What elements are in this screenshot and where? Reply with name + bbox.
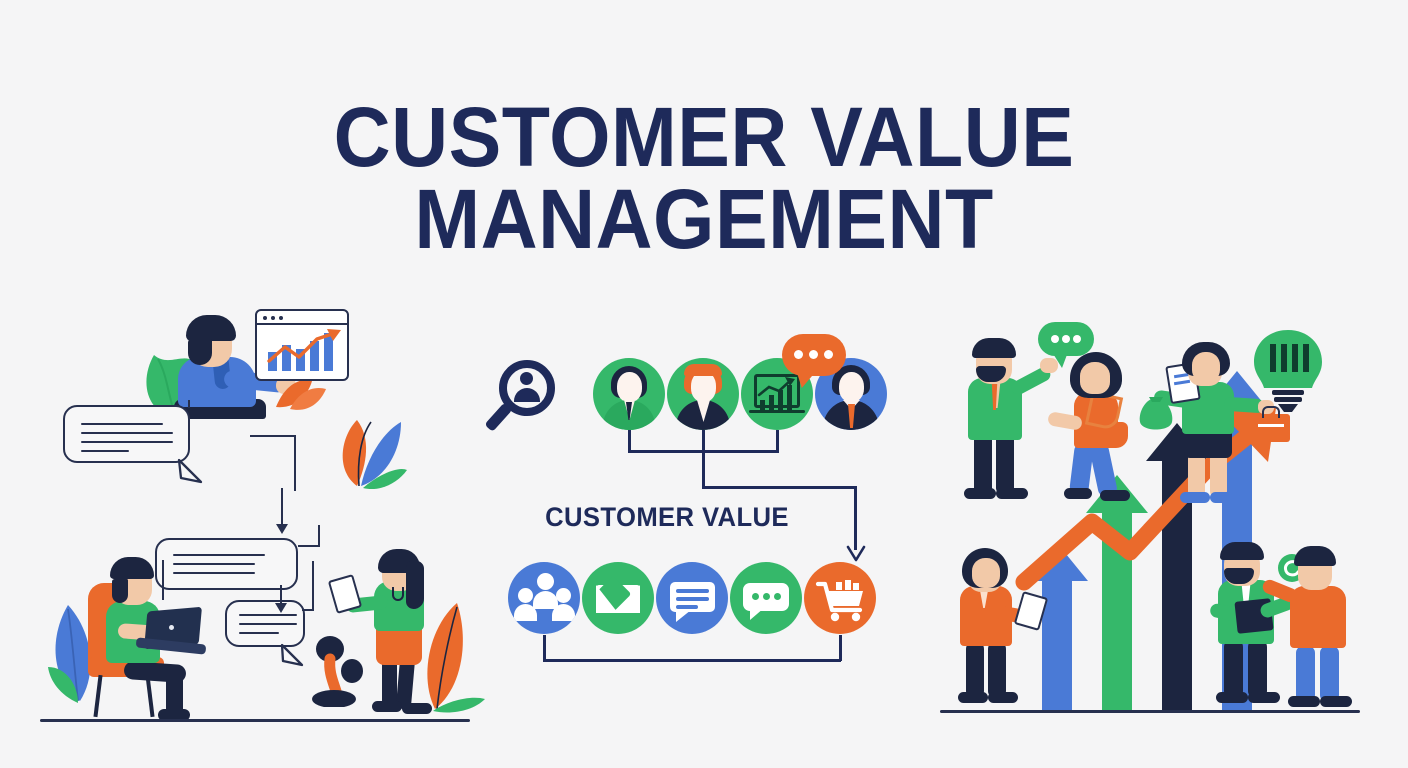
woman-with-clipboard-figure bbox=[1139, 342, 1290, 508]
mid-connector-v3 bbox=[776, 430, 779, 452]
magnifier-person-icon bbox=[484, 360, 577, 442]
bubble-4-tail bbox=[280, 643, 304, 667]
man-green-blazer-talking-figure bbox=[952, 338, 1060, 500]
analyst-with-dashboard-figure bbox=[168, 315, 326, 435]
bar-arrow-1 bbox=[1026, 543, 1088, 711]
flow-connector-9 bbox=[162, 560, 163, 561]
mid-connector-h2 bbox=[702, 486, 856, 489]
growth-team-illustration bbox=[940, 320, 1360, 725]
tablet-icon bbox=[1013, 591, 1049, 631]
mid-connector-v5 bbox=[854, 486, 857, 550]
flow-connector-1 bbox=[188, 400, 191, 408]
feedback-bubble-3 bbox=[155, 538, 298, 590]
orange-foliage-icon bbox=[276, 380, 326, 410]
page-title-line-2: MANAGEMENT bbox=[414, 172, 994, 267]
icon-envelope[interactable] bbox=[582, 562, 654, 634]
flow-connector-5 bbox=[281, 488, 284, 526]
icon-chat-dots[interactable] bbox=[730, 562, 802, 634]
customer-feedback-flow-illustration bbox=[40, 295, 490, 725]
plant-cluster-middle bbox=[342, 420, 407, 490]
mid-bracket-right bbox=[839, 635, 842, 661]
feedback-bubble-1 bbox=[63, 405, 190, 463]
mid-arrow-down bbox=[846, 545, 866, 562]
icon-people-group[interactable] bbox=[508, 562, 580, 634]
page-title: CUSTOMER VALUE MANAGEMENT bbox=[42, 90, 1366, 267]
flow-connector-4 bbox=[294, 435, 297, 491]
flow-arrow-down-2 bbox=[275, 603, 287, 613]
flow-connector-8 bbox=[162, 560, 165, 600]
feedback-bubble-2 bbox=[220, 489, 330, 523]
mid-bracket-left bbox=[543, 635, 546, 661]
bar-arrow-4 bbox=[1206, 371, 1268, 711]
avatar-woman-dark-hair[interactable] bbox=[593, 358, 665, 430]
plant-leaf-orange-right bbox=[427, 603, 485, 713]
mid-connector-v1 bbox=[628, 430, 631, 452]
flow-connector-12 bbox=[302, 609, 314, 612]
page-title-line-1: CUSTOMER VALUE bbox=[333, 90, 1075, 184]
feedback-bubble-4 bbox=[225, 600, 305, 647]
speech-bubble-dots-green-icon bbox=[1038, 322, 1094, 368]
lightbulb-icon bbox=[1254, 330, 1322, 412]
icon-shopping-cart[interactable] bbox=[804, 562, 876, 634]
man-orange-sweater-coin-figure bbox=[1260, 546, 1378, 716]
money-bag-icon bbox=[1139, 397, 1173, 430]
bar-arrow-2 bbox=[1086, 475, 1148, 711]
bar-arrow-3 bbox=[1146, 423, 1208, 711]
flow-arrow-down-1 bbox=[276, 524, 288, 534]
left-ground-line bbox=[40, 719, 470, 722]
dashboard-window bbox=[255, 309, 349, 381]
man-with-laptop-figure bbox=[62, 545, 222, 721]
icon-message-lines[interactable] bbox=[656, 562, 728, 634]
woman-with-tablet-figure bbox=[327, 549, 460, 717]
woman-orange-top-walking-figure bbox=[1047, 352, 1156, 504]
tablet-icon bbox=[327, 574, 363, 614]
flow-connector-2 bbox=[188, 400, 189, 401]
mid-bracket-bottom bbox=[543, 659, 841, 662]
flow-connector-7 bbox=[298, 545, 320, 548]
briefcase-icon bbox=[1252, 414, 1290, 442]
plant-leaf-blue-left bbox=[48, 605, 91, 703]
avatar-woman-orange-hair[interactable] bbox=[667, 358, 739, 430]
flow-connector-11 bbox=[312, 561, 315, 611]
right-ground-line bbox=[940, 710, 1360, 713]
handbag-icon bbox=[1098, 422, 1128, 448]
speech-bubble-dots-icon bbox=[782, 334, 846, 391]
bubble-1-tail bbox=[177, 458, 203, 484]
customer-value-flow-diagram: CUSTOMER VALUE bbox=[484, 330, 915, 680]
abstract-sculpture bbox=[312, 636, 363, 707]
flow-connector-10 bbox=[280, 585, 283, 607]
flow-connector-6 bbox=[318, 525, 321, 547]
avatar-businessman[interactable] bbox=[815, 358, 887, 430]
mid-connector-v4 bbox=[702, 450, 705, 488]
mid-connector-v2 bbox=[702, 430, 705, 452]
man-green-blazer-clipboard-figure bbox=[1198, 542, 1304, 714]
customer-value-label: CUSTOMER VALUE bbox=[545, 502, 789, 532]
flow-connector-3 bbox=[250, 435, 296, 438]
woman-orange-sweater-figure bbox=[940, 548, 1050, 710]
